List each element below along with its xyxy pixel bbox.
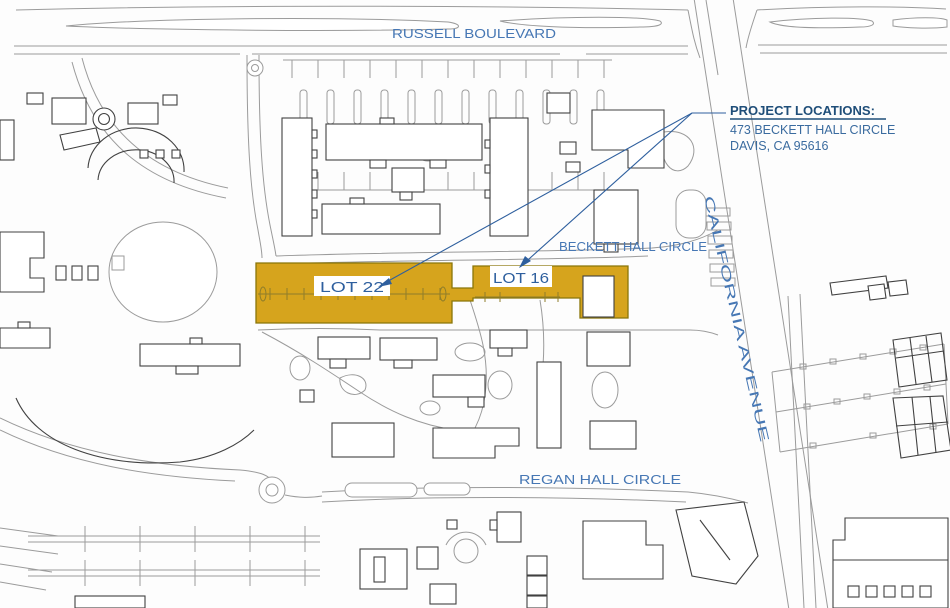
arrowhead-lot22 — [378, 278, 392, 287]
project-address-line1: 473 BECKETT HALL CIRCLE — [730, 123, 895, 137]
parking-striping-layer — [28, 59, 949, 586]
california-avenue-label: CALIFORNIA AVENUE — [701, 194, 772, 444]
lot-16-label-chip — [490, 266, 552, 287]
lot-22-label: LOT 22 — [320, 280, 384, 296]
lot-16-label: LOT 16 — [493, 271, 549, 287]
lot-22-label-chip — [314, 276, 390, 296]
beckett-hall-circle-label: BECKETT HALL CIRCLE — [559, 239, 707, 254]
buildings-layer — [0, 92, 950, 608]
regan-hall-circle-label: REGAN HALL CIRCLE — [519, 472, 681, 487]
project-address-line2: DAVIS, CA 95616 — [730, 139, 828, 153]
arrowhead-lot16 — [519, 256, 531, 268]
highlight-layer — [255, 262, 629, 324]
lot-22-and-lot-16-highlight — [255, 262, 629, 324]
annotation-layer: RUSSELL BOULEVARD BECKETT HALL CIRCLE RE… — [314, 26, 895, 487]
project-locations-title: PROJECT LOCATIONS: — [730, 103, 875, 118]
russell-boulevard-label: RUSSELL BOULEVARD — [392, 26, 556, 41]
leader-line-lot16 — [519, 112, 693, 268]
lot16-building — [582, 275, 615, 318]
